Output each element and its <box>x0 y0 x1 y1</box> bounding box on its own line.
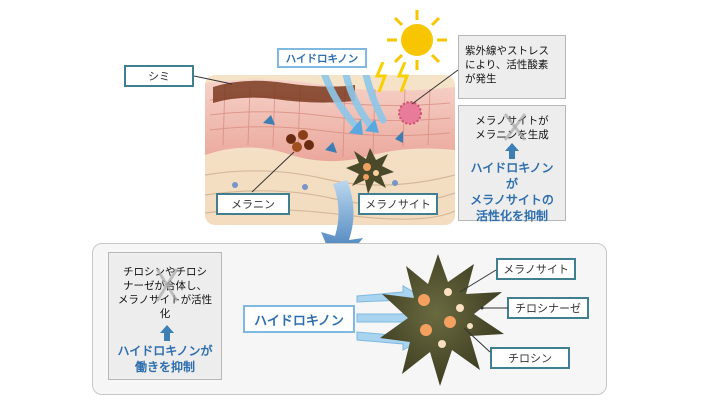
uv-note-line-1: 紫外線やストレス <box>465 45 549 57</box>
shimi-connector <box>194 75 233 85</box>
hydroquinone-tag-top: ハイドロキノン <box>277 48 367 68</box>
uv-stress-note: 紫外線やストレス により、活性酸素 が発生 <box>458 35 566 99</box>
up-arrow-icon-bottom <box>114 321 216 343</box>
bottom-connectors <box>459 269 508 353</box>
tyrosinase-label: チロシナーゼ <box>507 297 589 319</box>
tyrosine-label: チロシン <box>490 347 570 369</box>
melanin-connector <box>251 151 295 193</box>
sun-icon <box>387 10 447 70</box>
skin-illustration <box>205 75 455 225</box>
tyrosine-note: チロシンやチロシ ナーゼが合体し、 メラノサイトが活性化 ハイドロキノンが 働き… <box>108 252 222 380</box>
shimi-label: シミ <box>124 65 194 87</box>
melanocyte-label-bottom: メラノサイト <box>496 258 576 280</box>
uv-rays-icon <box>375 62 410 93</box>
tyrosine-line-3: メラノサイトが活性化 <box>117 294 213 320</box>
up-arrow-icon <box>465 142 559 160</box>
tyrosine-line-1: チロシンやチロシ <box>123 266 207 278</box>
tyrosine-result-1: ハイドロキノンが <box>117 344 213 358</box>
uv-note-connector <box>411 69 459 105</box>
uv-note-line-3: が発生 <box>465 73 497 85</box>
uv-note-line-2: により、活性酸素 <box>465 59 549 71</box>
melanocyte-cell <box>380 254 504 386</box>
inhibit-result-1: ハイドロキノンが <box>470 161 554 191</box>
cross-icon <box>503 113 527 141</box>
melanocyte-label-top: メラノサイト <box>358 193 438 215</box>
hydroquinone-tag-bottom: ハイドロキノン <box>243 305 355 333</box>
inhibit-line-2: メラニンを生成 <box>475 129 549 141</box>
cross-icon-bottom <box>155 268 179 302</box>
melanocyte-inhibit-note: メラノサイトが メラニンを生成 ハイドロキノンが メラノサイトの 活性化を抑制 <box>458 105 566 223</box>
inhibit-result-2: メラノサイトの <box>470 193 554 207</box>
inhibit-result-3: 活性化を抑制 <box>475 209 548 223</box>
tyrosine-result-2: 働きを抑制 <box>134 360 195 374</box>
melanin-label: メラニン <box>216 193 290 215</box>
